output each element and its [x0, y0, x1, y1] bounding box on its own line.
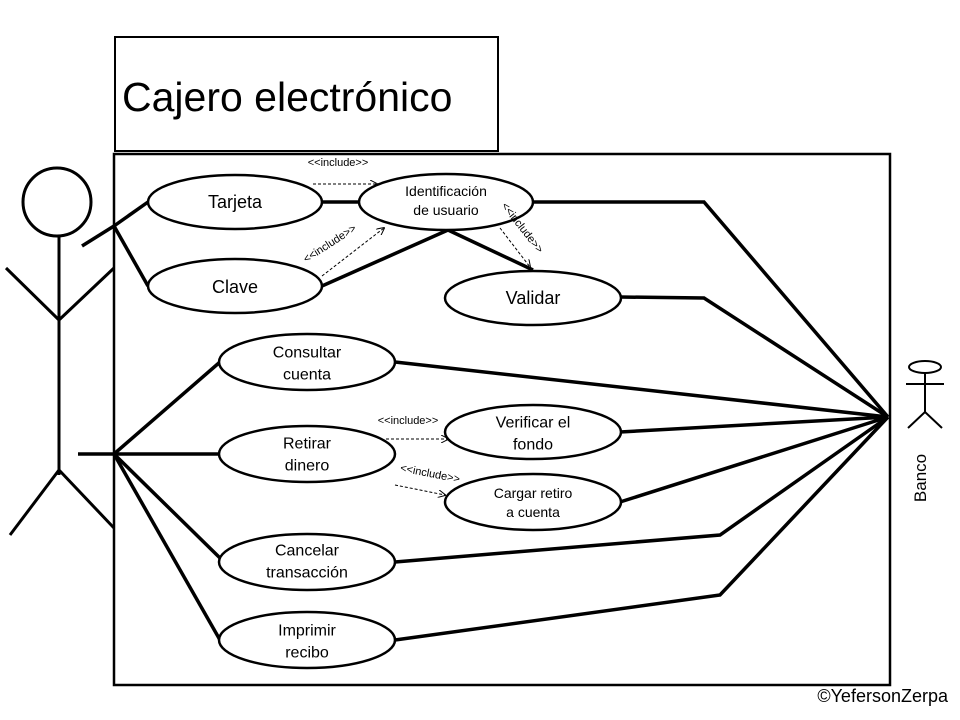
banco-actor-figure: [906, 360, 944, 429]
uc-imprimir-label: Imprimir recibo: [278, 622, 336, 661]
uc-consultar-label: Consultar cuenta: [272, 344, 342, 383]
uc-consultar-shape: [217, 332, 397, 392]
user-actor-figure: [4, 166, 116, 536]
system-boundary: [112, 152, 892, 687]
include-dependencies: [313, 184, 530, 495]
banco-actor-label: Banco: [911, 453, 930, 503]
association-lines: [78, 200, 890, 642]
uc-cargar-shape: [443, 472, 623, 532]
uc-cargar-label: Cargar retiro a cuenta: [493, 485, 573, 520]
uc-validar-shape: [443, 269, 623, 327]
diagram-title: Cajero electrónico: [122, 74, 453, 120]
include-label-verificar: <<include>>: [377, 415, 439, 427]
uc-cancelar-label: Cancelar transacción: [266, 542, 348, 581]
uc-tarjeta-shape: [146, 173, 324, 231]
uc-retirar-label: Retirar dinero: [282, 435, 332, 474]
uc-clave-shape: [146, 257, 324, 315]
include-label-tarjeta: <<include>>: [307, 157, 369, 169]
uc-validar-label: Validar: [505, 287, 561, 308]
uc-cancelar-shape: [217, 532, 397, 592]
copyright-text: ©YefersonZerpa: [817, 686, 948, 706]
uc-identificacion-label: Identificación de usuario: [405, 183, 487, 218]
uc-retirar-shape: [217, 424, 397, 484]
use-case-ellipses: [146, 172, 623, 670]
title-box: [114, 36, 499, 152]
uc-tarjeta-label: Tarjeta: [207, 191, 263, 212]
uc-identificacion-shape: [357, 172, 535, 232]
uc-verificar-shape: [443, 403, 623, 461]
uc-clave-label: Clave: [211, 276, 259, 297]
uc-imprimir-shape: [217, 610, 397, 670]
uc-verificar-label: Verificar el fondo: [495, 414, 571, 453]
